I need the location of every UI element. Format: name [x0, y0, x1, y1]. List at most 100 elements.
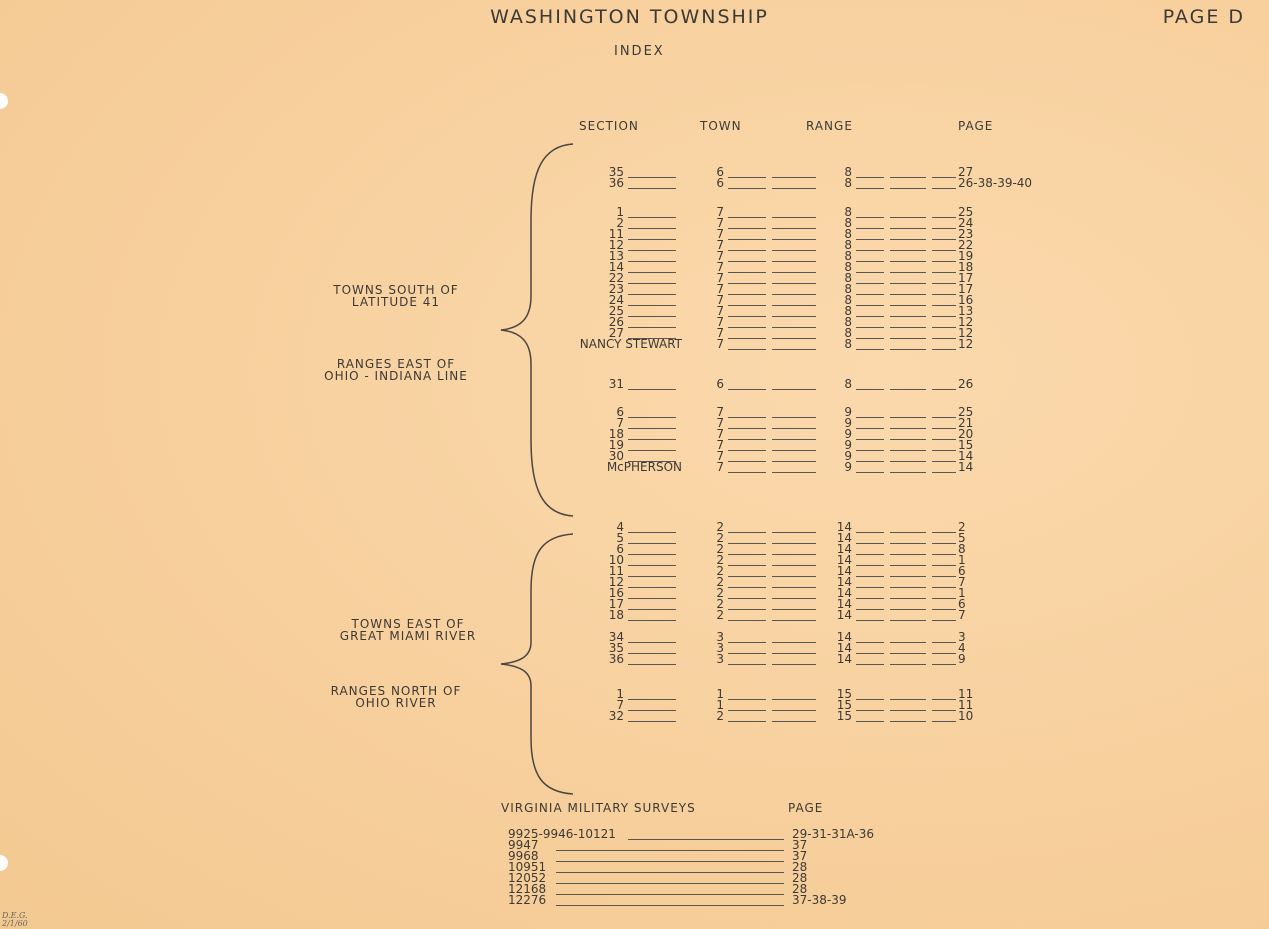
leader-line [772, 543, 816, 544]
page-cell: 14 [958, 460, 974, 474]
range-cell: 9 [844, 438, 852, 452]
town-cell: 7 [716, 460, 724, 474]
page-cell: 9 [958, 652, 966, 666]
leader-line [556, 883, 784, 884]
leader-line [628, 239, 676, 240]
survey-cell: 12168 [508, 882, 547, 896]
range-cell: 8 [844, 282, 852, 296]
leader-line [556, 850, 784, 851]
survey-cell: 10951 [508, 860, 547, 874]
leader-line [628, 587, 676, 588]
page-cell: 22 [958, 238, 974, 252]
page-cell: 27 [958, 165, 974, 179]
leader-line [772, 417, 816, 418]
page-cell: 6 [958, 597, 966, 611]
section-cell: 2 [616, 216, 624, 230]
range-cell: 14 [836, 542, 852, 556]
leader-line [856, 250, 884, 251]
leader-line [856, 305, 884, 306]
range-cell: 8 [844, 304, 852, 318]
leader-line [628, 598, 676, 599]
leader-line [772, 228, 816, 229]
town-column-header: TOWN [700, 119, 742, 133]
leader-line [628, 721, 676, 722]
leader-line [628, 389, 676, 390]
leader-line [628, 439, 676, 440]
leader-line [932, 609, 956, 610]
range-cell: 8 [844, 271, 852, 285]
leader-line [932, 177, 956, 178]
leader-line [772, 349, 816, 350]
group-label-1a: TOWNS SOUTH OF LATITUDE 41 [316, 284, 476, 308]
section-cell: 6 [616, 405, 624, 419]
town-cell: 3 [716, 641, 724, 655]
leader-line [932, 239, 956, 240]
page-cell: 10 [958, 709, 974, 723]
range-cell: 14 [836, 586, 852, 600]
range-cell: 8 [844, 205, 852, 219]
leader-line [772, 598, 816, 599]
range-cell: 14 [836, 575, 852, 589]
range-cell: 15 [836, 687, 852, 701]
leader-line [628, 710, 676, 711]
leader-line [890, 450, 926, 451]
section-cell: 24 [608, 293, 624, 307]
leader-line [728, 642, 766, 643]
leader-line [890, 721, 926, 722]
leader-line [772, 294, 816, 295]
leader-line [728, 327, 766, 328]
leader-line [932, 417, 956, 418]
survey-page-cell: 37-38-39 [792, 893, 847, 907]
leader-line [932, 587, 956, 588]
leader-line [890, 543, 926, 544]
page-cell: 18 [958, 260, 974, 274]
leader-line [772, 305, 816, 306]
leader-line [890, 261, 926, 262]
section-cell: 10 [608, 553, 624, 567]
leader-line [856, 261, 884, 262]
leader-line [728, 721, 766, 722]
page-cell: 2 [958, 520, 966, 534]
section-cell: 30 [608, 449, 624, 463]
leader-line [628, 261, 676, 262]
leader-line [772, 620, 816, 621]
leader-line [932, 653, 956, 654]
leader-line [728, 272, 766, 273]
section-cell: 7 [616, 416, 624, 430]
section-cell: 6 [616, 542, 624, 556]
leader-line [772, 699, 816, 700]
page-cell: 12 [958, 337, 974, 351]
leader-line [772, 532, 816, 533]
range-cell: 14 [836, 652, 852, 666]
leader-line [772, 316, 816, 317]
leader-line [932, 664, 956, 665]
town-cell: 7 [716, 326, 724, 340]
town-cell: 7 [716, 282, 724, 296]
leader-line [932, 461, 956, 462]
section-cell: 1 [616, 687, 624, 701]
leader-line [856, 417, 884, 418]
page-cell: 1 [958, 586, 966, 600]
leader-line [728, 450, 766, 451]
leader-line [728, 283, 766, 284]
range-cell: 15 [836, 709, 852, 723]
section-cell: 35 [608, 165, 624, 179]
leader-line [932, 338, 956, 339]
group-label-2a: TOWNS EAST OF GREAT MIAMI RIVER [316, 618, 500, 642]
leader-line [628, 620, 676, 621]
leader-line [728, 338, 766, 339]
leader-line [856, 349, 884, 350]
town-cell: 7 [716, 427, 724, 441]
leader-line [932, 620, 956, 621]
group-label-line: TOWNS SOUTH OF [333, 283, 459, 297]
page-cell: 5 [958, 531, 966, 545]
leader-line [932, 543, 956, 544]
leader-line [890, 188, 926, 189]
leader-line [856, 188, 884, 189]
section-cell: 18 [608, 608, 624, 622]
leader-line [628, 839, 784, 840]
range-cell: 8 [844, 216, 852, 230]
leader-line [628, 417, 676, 418]
town-cell: 7 [716, 449, 724, 463]
leader-line [890, 349, 926, 350]
